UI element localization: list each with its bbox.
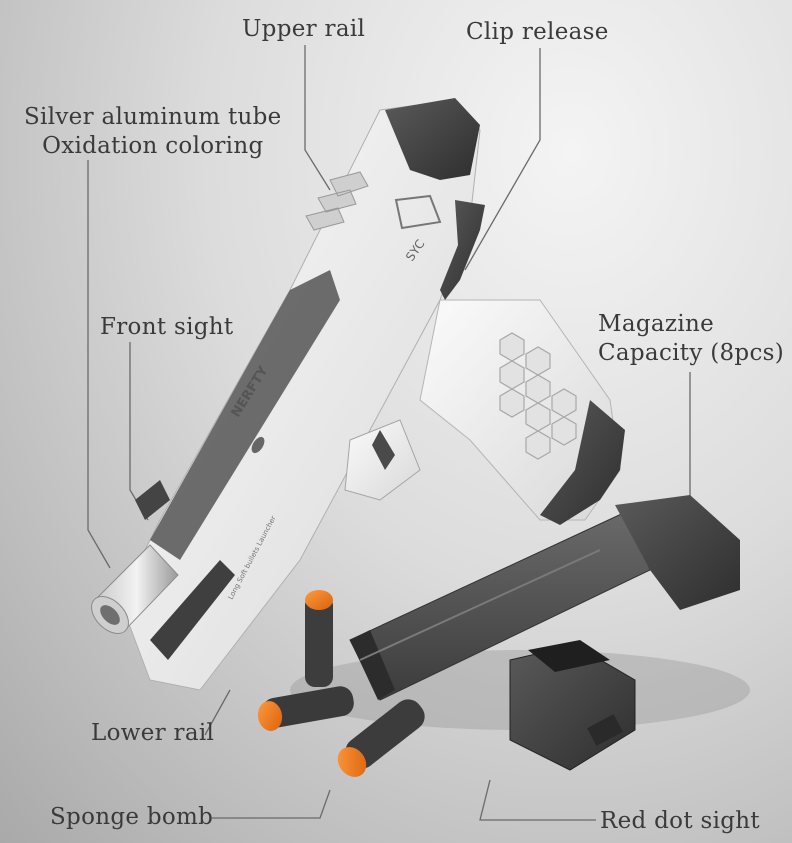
grip: [419, 299, 625, 525]
lower-rail: [150, 560, 235, 660]
lower-rail-leader: [204, 689, 231, 736]
magazine-lip: [350, 630, 395, 700]
upper-rail-leader: [304, 45, 331, 191]
clip-release-leader: [464, 48, 541, 271]
slide-emblem: [394, 194, 442, 230]
label-lower-rail: Lower rail: [91, 720, 215, 746]
red-dot-sight: [509, 640, 636, 771]
label-red-dot-sight: Red dot sight: [600, 808, 760, 834]
label-magazine: Magazine Capacity (8pcs): [598, 311, 785, 366]
label-clip-release: Clip release: [466, 19, 609, 45]
aluminum-tube: [91, 544, 179, 634]
dart-lying-1: [257, 686, 354, 731]
upper-rail-ribs: [305, 171, 369, 231]
label-aluminum-tube: Silver aluminum tube Oxidation coloring: [24, 104, 282, 159]
magazine: [349, 495, 740, 701]
label-front-sight: Front sight: [100, 314, 234, 340]
sponge-bomb-leader: [212, 789, 331, 819]
label-sponge-bomb: Sponge bomb: [50, 804, 214, 830]
rear-slide-dark: [385, 98, 480, 180]
dart-lying-2: [337, 699, 425, 777]
tube-leader: [87, 160, 111, 569]
trigger: [372, 430, 395, 470]
label-upper-rail: Upper rail: [242, 16, 366, 42]
slide-port: [251, 436, 265, 454]
dart-standing: [305, 590, 333, 687]
magazine-ridge: [359, 549, 601, 661]
clip-release-lever: [440, 200, 485, 300]
top-rail: [150, 270, 340, 560]
sponge-darts: [257, 590, 425, 777]
magazine-baseplate: [615, 495, 740, 610]
front-sight: [135, 480, 170, 520]
slide: SYC NERFTY Long Soft bullets Launcher: [119, 98, 485, 691]
red-dot-leader: [479, 779, 596, 821]
callout-lines: [87, 45, 691, 821]
hex-texture: [499, 332, 577, 460]
